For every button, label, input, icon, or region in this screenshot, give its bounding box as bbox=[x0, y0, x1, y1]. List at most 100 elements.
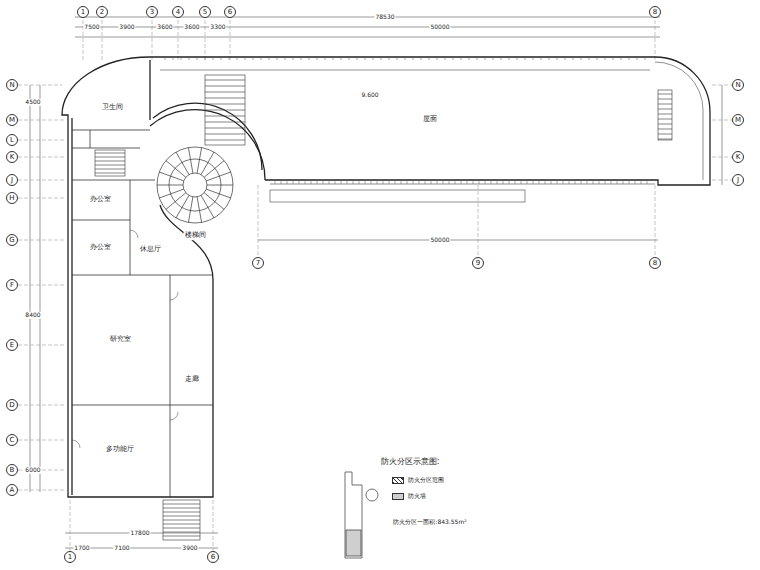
parapet-tick bbox=[309, 57, 310, 60]
legend-entry: 防火墙 bbox=[392, 492, 426, 501]
dimension-text: 17800 bbox=[129, 530, 150, 537]
interior-wall bbox=[72, 148, 140, 149]
parapet-tick bbox=[485, 57, 486, 60]
stair bbox=[205, 75, 245, 145]
axis-label: 7 bbox=[256, 260, 260, 267]
stair bbox=[163, 520, 200, 521]
note-text: 防火分区示意图: bbox=[380, 458, 441, 467]
building-wall bbox=[149, 60, 150, 120]
axis-label: L bbox=[10, 137, 14, 144]
dimension-text: 7500 bbox=[83, 24, 100, 31]
stair bbox=[95, 153, 125, 154]
dimension-text: 3900 bbox=[181, 545, 198, 552]
room-name: 办公室 bbox=[89, 244, 112, 252]
axis-bubble: 5 bbox=[199, 6, 211, 18]
axis-bubble: N bbox=[6, 79, 18, 91]
grid-line bbox=[70, 500, 71, 551]
parapet-tick bbox=[573, 57, 574, 60]
roof-parapet bbox=[655, 62, 703, 180]
room-name: 多功能厅 bbox=[105, 446, 135, 454]
parapet-tick bbox=[539, 180, 540, 184]
dimension-line bbox=[30, 17, 722, 548]
stair bbox=[658, 114, 672, 115]
axis-bubble: 4 bbox=[172, 6, 184, 18]
parapet-tick bbox=[533, 57, 534, 60]
parapet-tick bbox=[581, 57, 582, 60]
stair bbox=[163, 508, 200, 509]
parapet-tick bbox=[551, 180, 552, 184]
parapet-tick bbox=[229, 57, 230, 60]
grid-line bbox=[213, 500, 214, 551]
parapet-tick bbox=[617, 180, 618, 184]
parapet-tick bbox=[373, 57, 374, 60]
grid-line bbox=[18, 405, 66, 406]
grid-line bbox=[712, 120, 732, 121]
axis-bubble: 3 bbox=[146, 6, 158, 18]
parapet-tick bbox=[311, 180, 312, 184]
axis-label: 6 bbox=[211, 554, 215, 561]
parapet-tick bbox=[413, 57, 414, 60]
stair bbox=[205, 80, 245, 81]
grid-line bbox=[655, 20, 656, 60]
parapet-tick bbox=[299, 180, 300, 184]
parapet-tick bbox=[497, 180, 498, 184]
stair bbox=[95, 161, 125, 162]
room-name: 屋面 bbox=[422, 116, 438, 124]
door-swing bbox=[72, 440, 80, 448]
parapet-tick bbox=[245, 57, 246, 60]
interior-wall bbox=[72, 275, 213, 276]
parapet-tick bbox=[491, 180, 492, 184]
parapet-tick bbox=[597, 57, 598, 60]
spiral-stair bbox=[204, 193, 224, 210]
parapet-tick bbox=[445, 57, 446, 60]
dimension-line bbox=[75, 37, 660, 38]
grid-line bbox=[18, 120, 66, 121]
parapet-tick bbox=[449, 180, 450, 184]
axis-label: 8 bbox=[653, 9, 657, 16]
axis-bubble: 6 bbox=[207, 551, 219, 563]
axis-label: 1 bbox=[81, 9, 85, 16]
parapet-tick bbox=[509, 57, 510, 60]
spiral-stair bbox=[207, 185, 233, 186]
parapet-tick bbox=[413, 180, 414, 184]
parapet-tick bbox=[541, 57, 542, 60]
parapet-tick bbox=[589, 57, 590, 60]
stair bbox=[163, 524, 200, 525]
spiral-stair bbox=[197, 197, 202, 223]
parapet-tick bbox=[455, 180, 456, 184]
axis-bubble: 8 bbox=[649, 257, 661, 269]
axis-label: 8 bbox=[653, 260, 657, 267]
parapet-tick bbox=[305, 180, 306, 184]
parapet-tick bbox=[469, 57, 470, 60]
parapet-tick bbox=[621, 57, 622, 60]
stair bbox=[205, 128, 245, 129]
parapet-tick bbox=[611, 180, 612, 184]
stair bbox=[95, 173, 125, 174]
parapet-tick bbox=[285, 57, 286, 60]
spiral-stair bbox=[201, 152, 214, 175]
grid-line bbox=[712, 180, 732, 181]
door-swing bbox=[130, 230, 138, 238]
axis-bubble: N bbox=[732, 79, 744, 91]
stair bbox=[205, 140, 245, 141]
grid-line bbox=[18, 20, 732, 551]
parapet-tick bbox=[587, 180, 588, 184]
parapet-tick bbox=[461, 180, 462, 184]
parapet-tick bbox=[323, 180, 324, 184]
axis-bubble: M bbox=[6, 114, 18, 126]
axis-bubble: D bbox=[6, 399, 18, 411]
roof-parapet bbox=[270, 190, 525, 202]
parapet-tick bbox=[213, 57, 214, 60]
building-wall bbox=[62, 57, 213, 497]
interior-wall bbox=[72, 405, 213, 406]
parapet-tick bbox=[503, 180, 504, 184]
axis-bubble: F bbox=[6, 279, 18, 291]
parapet-tick bbox=[429, 57, 430, 60]
parapet-tick bbox=[341, 180, 342, 184]
stair bbox=[658, 129, 672, 130]
room-name: 楼梯间 bbox=[184, 232, 207, 240]
parapet-tick bbox=[443, 180, 444, 184]
parapet-tick bbox=[197, 57, 198, 60]
stair bbox=[95, 169, 125, 170]
axis-label: 2 bbox=[100, 9, 104, 16]
